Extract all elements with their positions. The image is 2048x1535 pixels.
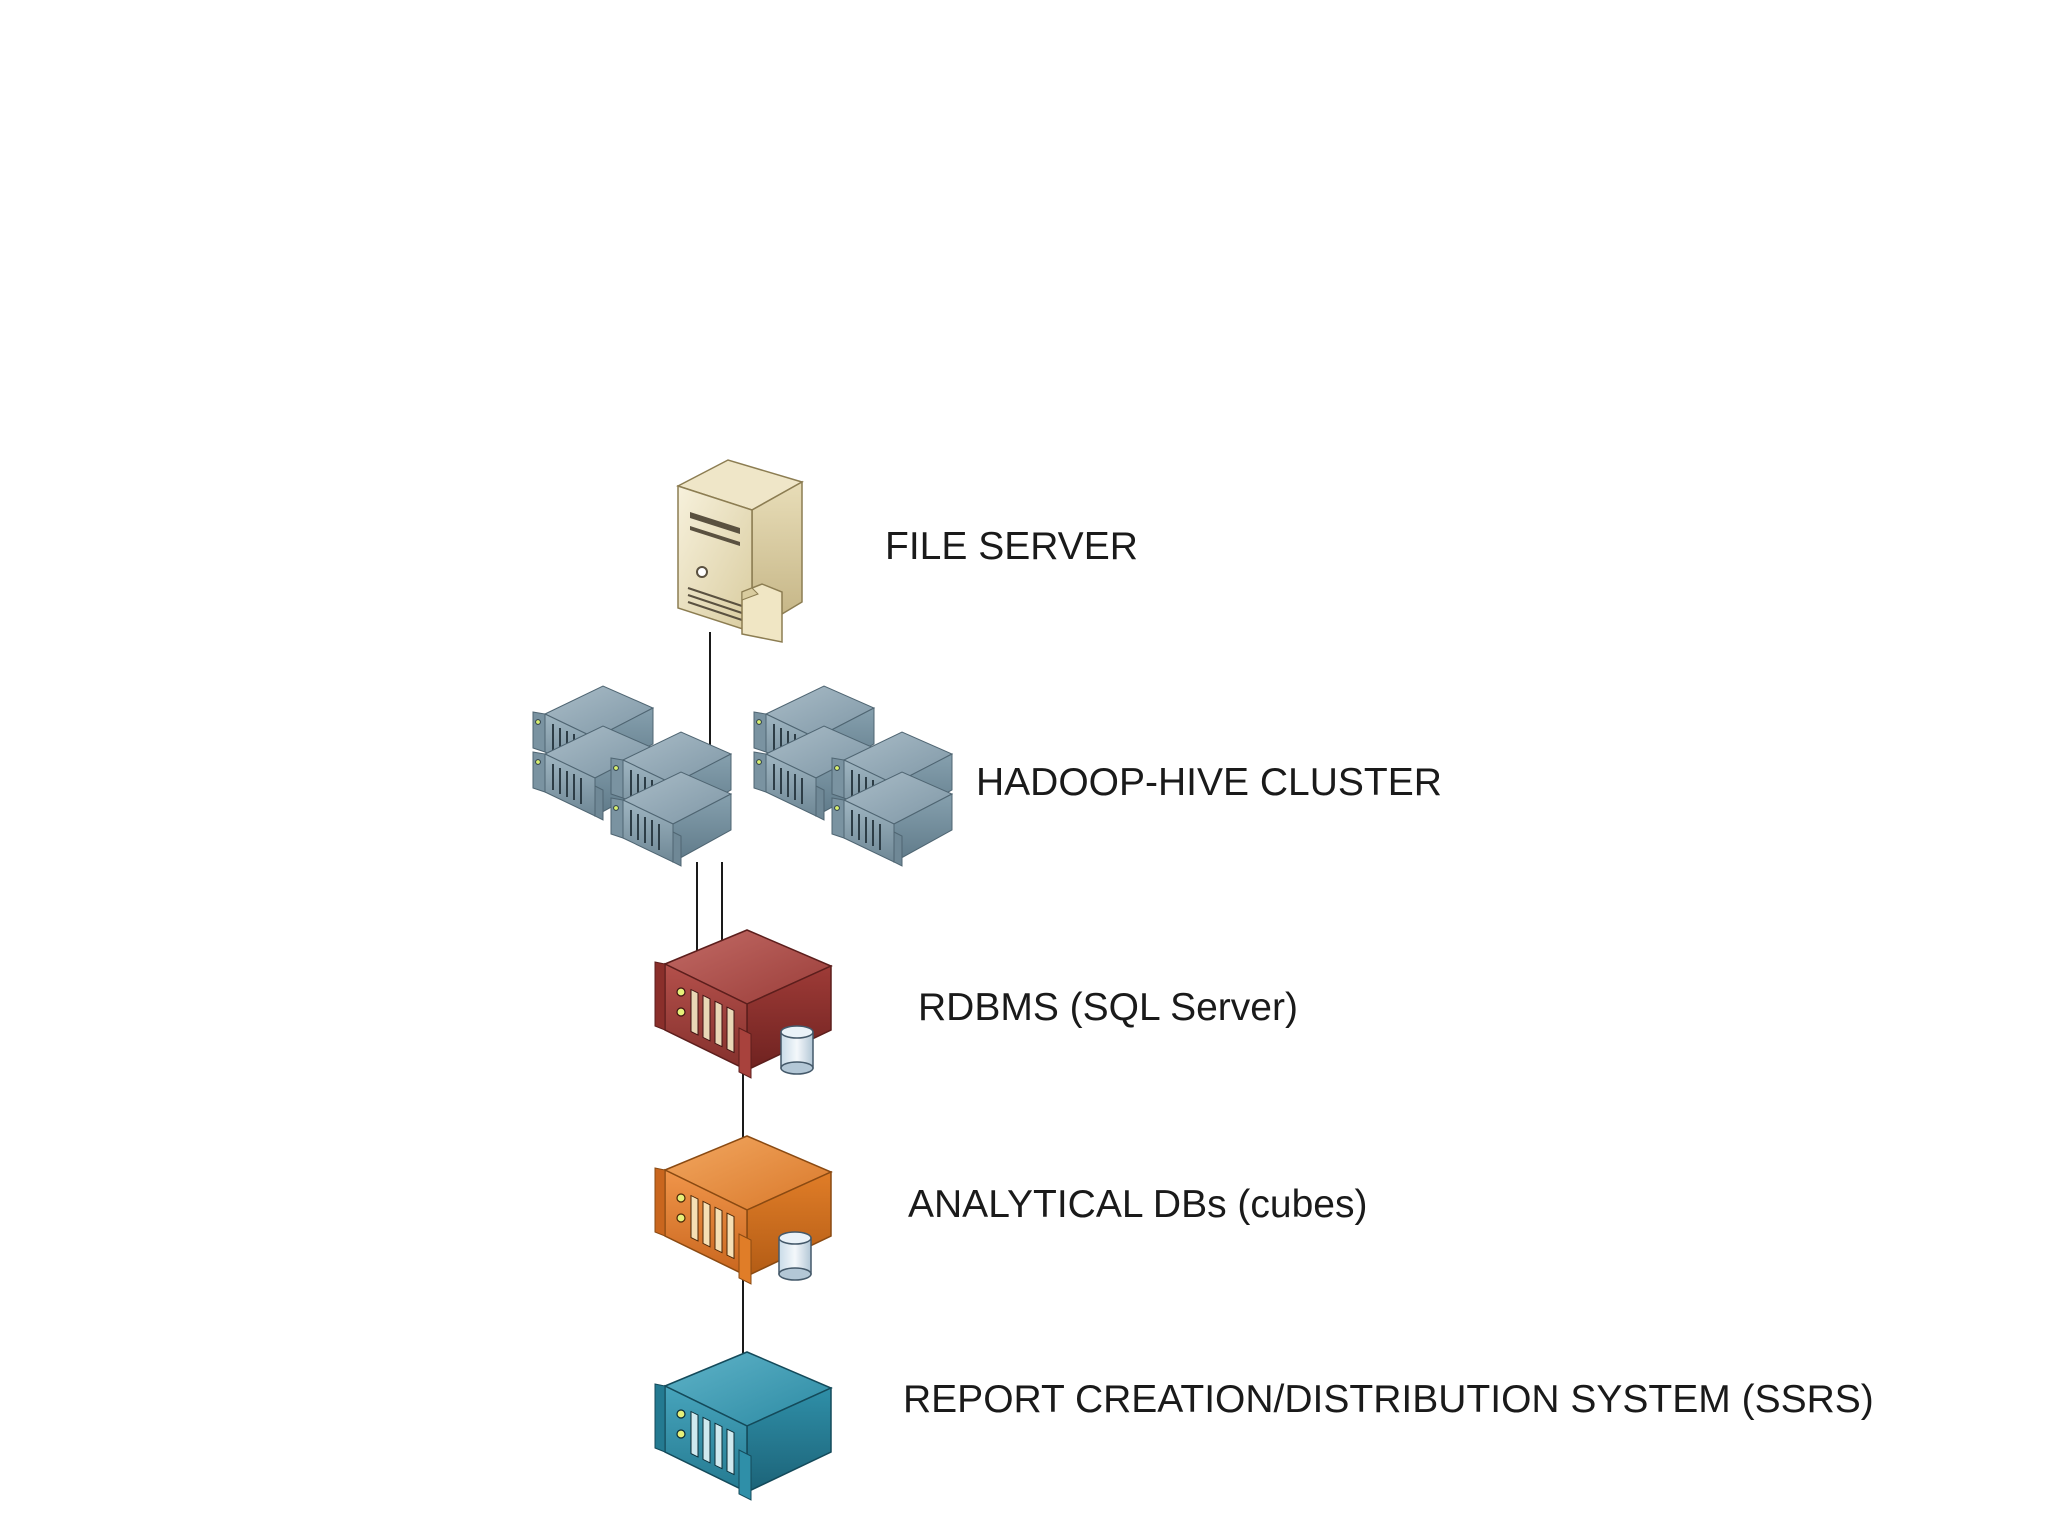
file-server-label: FILE SERVER (885, 525, 1138, 568)
hadoop-cluster-icon (532, 685, 953, 867)
database-cylinder-icon (780, 1025, 814, 1075)
file-server-icon (676, 459, 804, 643)
rdbms-server-icon (654, 929, 833, 1079)
database-cylinder-icon (778, 1231, 812, 1281)
analytical-dbs-label: ANALYTICAL DBs (cubes) (908, 1183, 1368, 1226)
hadoop-cluster-label: HADOOP-HIVE CLUSTER (976, 761, 1442, 804)
report-system-label: REPORT CREATION/DISTRIBUTION SYSTEM (SSR… (903, 1378, 1874, 1421)
analytical-db-server-icon (654, 1135, 833, 1285)
report-server-icon (654, 1351, 833, 1501)
rdbms-label: RDBMS (SQL Server) (918, 986, 1298, 1029)
